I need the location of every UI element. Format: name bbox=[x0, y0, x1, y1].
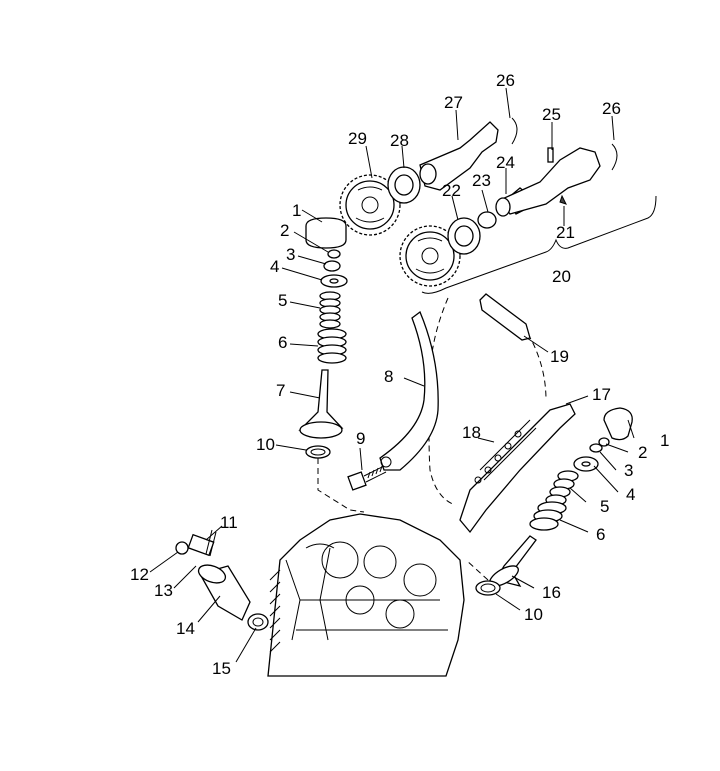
callout-12: 12 bbox=[130, 565, 149, 584]
callout-5-left: 5 bbox=[278, 291, 287, 310]
valve-assembly-right bbox=[475, 407, 633, 596]
callout-22: 22 bbox=[442, 181, 461, 200]
leader-lines bbox=[149, 87, 635, 663]
callout-11: 11 bbox=[220, 513, 238, 532]
callout-25: 25 bbox=[542, 105, 561, 124]
callout-18: 18 bbox=[462, 423, 481, 442]
camshaft-lower bbox=[447, 143, 618, 255]
camshaft-assembly-brace bbox=[421, 195, 657, 294]
callout-7: 7 bbox=[276, 381, 285, 400]
callout-26-left: 26 bbox=[496, 71, 515, 90]
callout-1-left: 1 bbox=[292, 201, 301, 220]
callout-16: 16 bbox=[542, 583, 561, 602]
callout-9: 9 bbox=[356, 429, 365, 448]
callout-2-left: 2 bbox=[280, 221, 289, 240]
callout-24: 24 bbox=[496, 153, 515, 172]
callout-13: 13 bbox=[154, 581, 173, 600]
callout-29: 29 bbox=[348, 129, 367, 148]
upper-chain-guide bbox=[479, 293, 531, 341]
callout-8: 8 bbox=[384, 367, 393, 386]
callout-2-right: 2 bbox=[638, 443, 647, 462]
callout-23: 23 bbox=[472, 171, 491, 190]
callout-10-right: 10 bbox=[524, 605, 543, 624]
callout-6-right: 6 bbox=[596, 525, 605, 544]
callout-5-right: 5 bbox=[600, 497, 609, 516]
callout-1-right: 1 bbox=[660, 431, 669, 450]
cam-sprocket-upper bbox=[339, 174, 401, 236]
callout-27: 27 bbox=[444, 93, 463, 112]
callout-14: 14 bbox=[176, 619, 195, 638]
callout-15: 15 bbox=[212, 659, 231, 678]
chain-tensioner-guide bbox=[459, 403, 576, 534]
callout-10-left: 10 bbox=[256, 435, 275, 454]
callout-17: 17 bbox=[592, 385, 611, 404]
callout-3-right: 3 bbox=[624, 461, 633, 480]
cylinder-head bbox=[267, 458, 489, 677]
callout-19: 19 bbox=[550, 347, 569, 366]
callout-21: 21 bbox=[556, 223, 575, 242]
callout-4-left: 4 bbox=[270, 257, 279, 276]
guide-bolt bbox=[347, 465, 387, 491]
valve-assembly-left bbox=[298, 217, 348, 459]
cam-sprocket-lower bbox=[399, 225, 461, 287]
callout-4-right: 4 bbox=[626, 485, 635, 504]
callout-26-right: 26 bbox=[602, 99, 621, 118]
chain-guide bbox=[379, 310, 439, 471]
callout-20: 20 bbox=[552, 267, 571, 286]
callout-28: 28 bbox=[390, 131, 409, 150]
callout-3-left: 3 bbox=[286, 245, 295, 264]
callout-6-left: 6 bbox=[278, 333, 287, 352]
cam-chain-tensioner bbox=[175, 529, 269, 631]
camshaft-upper bbox=[387, 117, 518, 204]
